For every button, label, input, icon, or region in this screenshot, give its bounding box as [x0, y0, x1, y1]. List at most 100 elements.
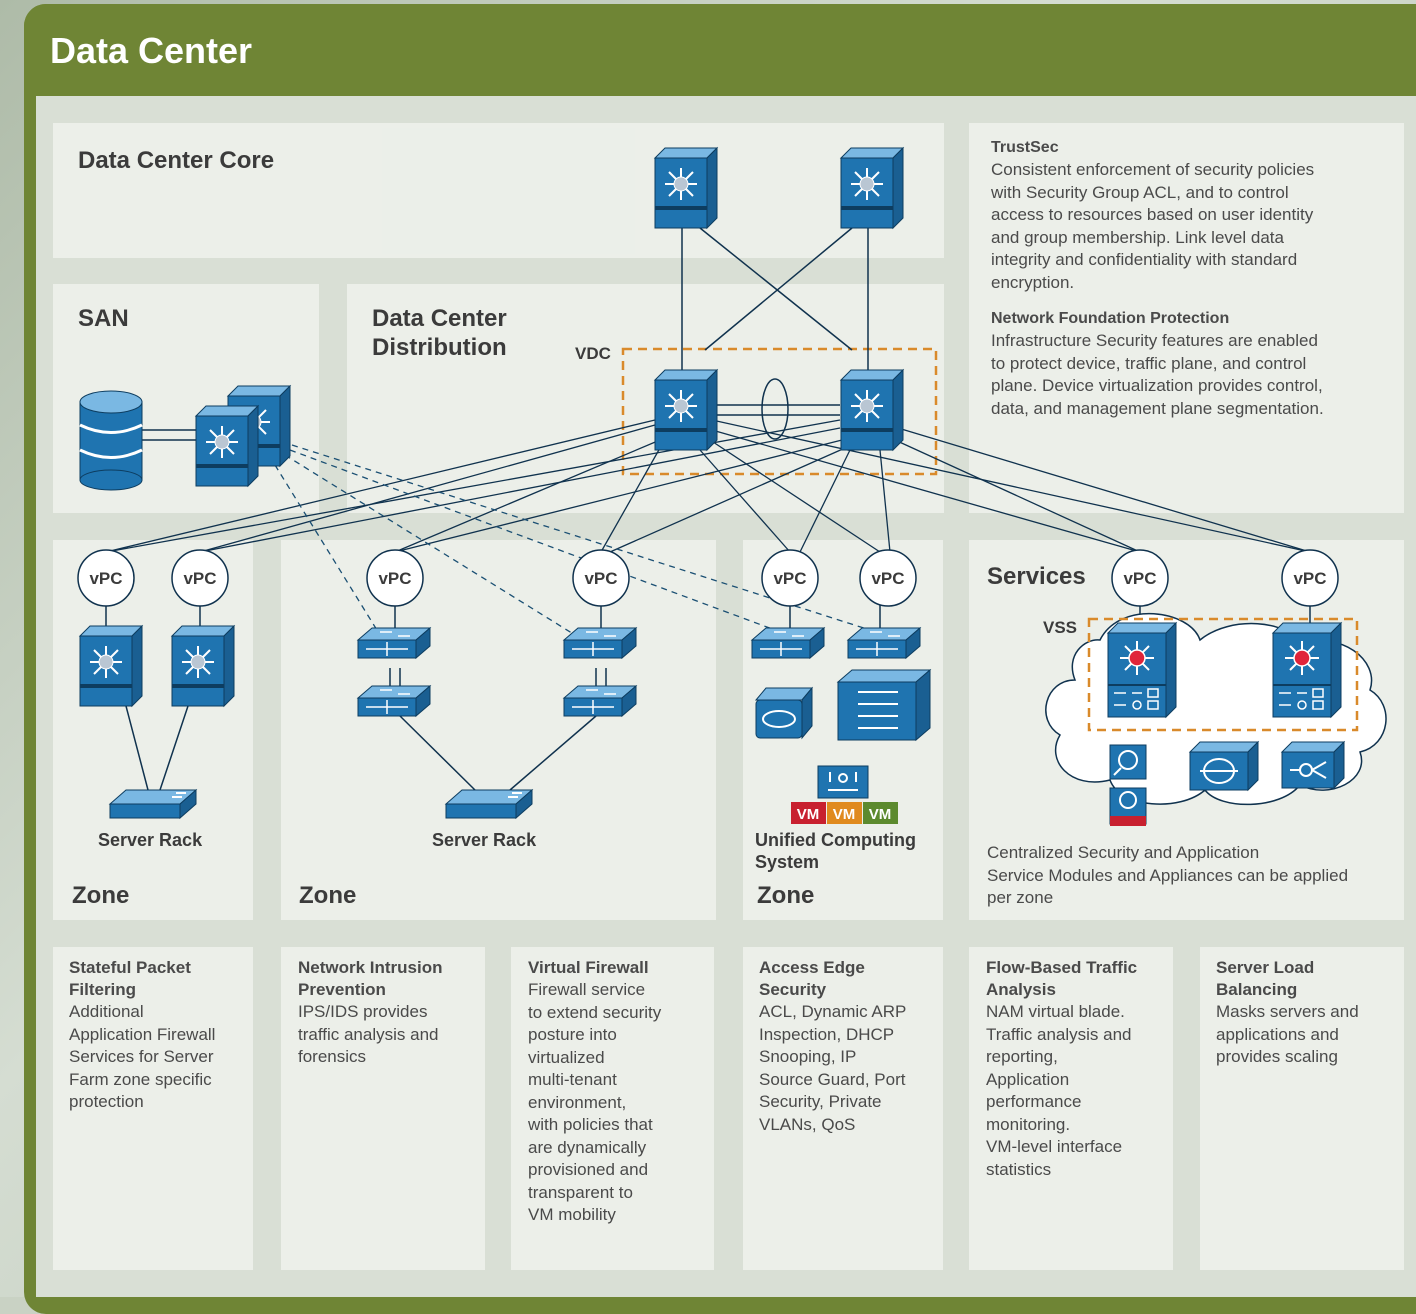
trustsec-line: integrity and confidentiality with stand…: [991, 250, 1298, 269]
vpc-label: vPC: [183, 569, 216, 588]
virtual-switch-icon: [817, 765, 869, 799]
feature-body: VM-level interface: [986, 1137, 1123, 1156]
zone-label-1: Zone: [72, 882, 130, 909]
vm-label-3: VM: [869, 806, 892, 823]
vpc-label: vPC: [378, 569, 411, 588]
feature-body: multi-tenant: [528, 1070, 617, 1089]
feature-body: posture into: [528, 1025, 617, 1044]
storage-icon: [79, 390, 143, 491]
trustsec-line: with Security Group ACL, and to control: [991, 182, 1289, 202]
feature-body: forensics: [298, 1047, 367, 1066]
vpc-label: vPC: [584, 569, 617, 588]
core-title: Data Center Core: [78, 147, 275, 174]
zone-label-2: Zone: [299, 882, 357, 909]
trustsec-title: TrustSec: [991, 139, 1059, 156]
feature-body: provisioned and: [528, 1160, 649, 1179]
feature-body: monitoring.: [986, 1114, 1071, 1134]
feature-panel-5: [969, 947, 1173, 1270]
feature-panel-6: [1200, 947, 1404, 1270]
services-description: Centralized Security and Application Ser…: [987, 842, 1407, 910]
zone-label-3: Zone: [757, 882, 815, 909]
vm-label-1: VM: [797, 806, 820, 823]
nfp-line: data, and management plane segmentation.: [991, 398, 1324, 418]
services-desc-line: Service Modules and Appliances can be ap…: [987, 865, 1349, 885]
page-title: Data Center: [50, 30, 253, 71]
feature-body: applications and: [1216, 1024, 1339, 1044]
trustsec-line: encryption.: [991, 272, 1075, 292]
nam-icon: [1109, 744, 1147, 780]
feature-title: Stateful Packet: [69, 958, 191, 977]
feature-body: to extend security: [528, 1002, 662, 1022]
feature-title: Virtual Firewall: [528, 958, 649, 977]
feature-body: reporting,: [986, 1047, 1058, 1066]
feature-text-3: Virtual Firewall Firewall service to ext…: [528, 957, 713, 1227]
nfp-line: plane. Device virtualization provides co…: [991, 376, 1323, 395]
feature-title: Security: [759, 980, 827, 999]
feature-body: Security, Private: [759, 1092, 882, 1111]
feature-body: Masks servers and: [1216, 1002, 1359, 1021]
vm-label-2: VM: [833, 806, 856, 823]
panel-trustsec: [969, 123, 1404, 513]
vpc-label: vPC: [773, 569, 806, 588]
san-title: SAN: [78, 305, 129, 332]
feature-body: Application Firewall: [69, 1024, 216, 1044]
feature-title: Prevention: [298, 980, 386, 999]
feature-text-5: Flow-Based Traffic Analysis NAM virtual …: [986, 957, 1171, 1181]
blade-chassis-icon: [754, 686, 814, 740]
feature-text-1: Stateful Packet Filtering Additional App…: [69, 957, 249, 1114]
feature-panel-2: [281, 947, 485, 1270]
feature-body: Inspection, DHCP: [759, 1024, 895, 1044]
nfp-line: Infrastructure Security features are ena…: [991, 331, 1318, 350]
feature-text-6: Server Load Balancing Masks servers and …: [1216, 957, 1401, 1069]
feature-body: Application: [986, 1069, 1070, 1089]
load-balancer-icon: [1188, 740, 1260, 792]
feature-body: Traffic analysis and: [986, 1024, 1132, 1044]
trustsec-line: Consistent enforcement of security polic…: [991, 160, 1315, 179]
feature-body: transparent to: [528, 1182, 633, 1202]
feature-body: are dynamically: [528, 1137, 647, 1157]
feature-title: Access Edge: [759, 958, 865, 977]
feature-body: virtualized: [528, 1047, 605, 1067]
nfp-line: to protect device, traffic plane, and co…: [991, 353, 1307, 373]
feature-body: Snooping, IP: [759, 1047, 857, 1066]
feature-body: VM mobility: [528, 1205, 616, 1224]
feature-body: Additional: [69, 1002, 144, 1021]
feature-body: Farm zone specific: [69, 1069, 212, 1089]
vpc-label: vPC: [1123, 569, 1156, 588]
panel-zone-2: [281, 540, 716, 920]
vss-label: VSS: [1043, 618, 1078, 637]
ips-icon: [1109, 787, 1147, 826]
distribution-title-2: Distribution: [372, 334, 507, 361]
feature-body: with policies that: [528, 1115, 653, 1134]
feature-title: Balancing: [1216, 980, 1298, 999]
panel-core: [53, 123, 944, 258]
panel-zone-1: [53, 540, 253, 920]
feature-body: NAM virtual blade.: [986, 1002, 1125, 1021]
feature-title: Analysis: [986, 980, 1056, 999]
header-bar: [24, 4, 1416, 92]
firewall-module-icon: [1280, 740, 1346, 790]
distribution-title-1: Data Center: [372, 305, 507, 332]
feature-panel-4: [743, 947, 943, 1270]
feature-panel-3: [511, 947, 714, 1270]
feature-text-4: Access Edge Security ACL, Dynamic ARP In…: [759, 957, 941, 1136]
vdc-label: VDC: [575, 344, 611, 363]
server-rack-label-2: Server Rack: [432, 830, 537, 850]
feature-body: Services for Server: [69, 1047, 214, 1066]
vpc-label: vPC: [871, 569, 904, 588]
server-rack-label-1: Server Rack: [98, 830, 203, 850]
services-title: Services: [987, 563, 1086, 590]
feature-text-2: Network Intrusion Prevention IPS/IDS pro…: [298, 957, 483, 1069]
feature-body: statistics: [986, 1159, 1052, 1179]
feature-body: protection: [69, 1092, 144, 1111]
feature-title: Flow-Based Traffic: [986, 958, 1138, 977]
feature-title: Server Load: [1216, 958, 1315, 977]
feature-body: environment,: [528, 1092, 627, 1112]
trustsec-line: access to resources based on user identi…: [991, 205, 1314, 224]
fabric-interconnect-icon: [836, 668, 932, 742]
nfp-title: Network Foundation Protection: [991, 310, 1230, 327]
feature-title: Filtering: [69, 980, 137, 999]
feature-panel-1: [53, 947, 253, 1270]
feature-body: IPS/IDS provides: [298, 1002, 428, 1021]
feature-body: traffic analysis and: [298, 1024, 439, 1044]
